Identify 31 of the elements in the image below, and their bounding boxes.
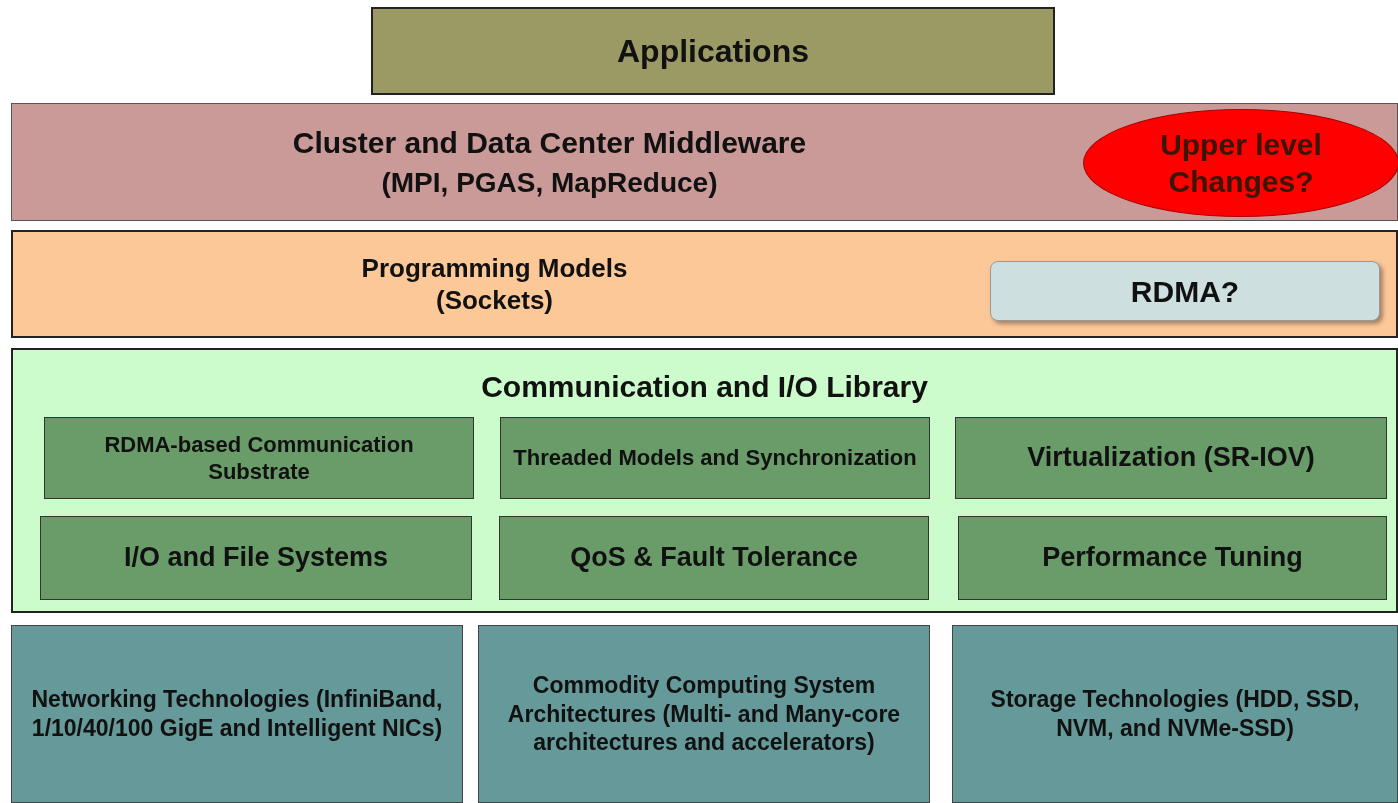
heading-text: Networking Technologies (InfiniBand, 1/10/40/100 GigE and Intelligent NICs): [30, 685, 444, 743]
layer-box: [952, 625, 1398, 803]
heading-text: Cluster and Data Center Middleware: [292, 124, 807, 161]
heading-text: Applications: [617, 32, 809, 71]
heading-text: Virtualization (SR-IOV): [1027, 441, 1315, 475]
component-box: [500, 417, 930, 499]
component-box: [955, 417, 1387, 499]
layer-band: [11, 103, 1398, 221]
heading-text: Commodity Computing System Architectures (Multi- and Many-core architectures and accelerators): [506, 670, 902, 758]
layer-box: [478, 625, 930, 803]
layer-box: [11, 625, 463, 803]
body-text: (MPI, PGAS, MapReduce): [381, 166, 718, 201]
layer-box: [371, 7, 1055, 95]
layer-band: [11, 230, 1398, 338]
heading-text: QoS & Fault Tolerance: [570, 541, 858, 575]
heading-text: Upper level Changes?: [1159, 126, 1323, 200]
heading-text: Threaded Models and Synchronization: [513, 444, 917, 472]
heading-text: I/O and File Systems: [123, 541, 389, 575]
component-box: [44, 417, 474, 499]
callout-box: [990, 261, 1380, 321]
heading-text: Programming Models: [361, 251, 628, 284]
component-box: [40, 516, 472, 600]
component-box: [958, 516, 1387, 600]
heading-text: Storage Technologies (HDD, SSD, NVM, and NVMe-SSD): [989, 685, 1361, 743]
heading-text: RDMA?: [1130, 273, 1240, 310]
component-box: [499, 516, 929, 600]
heading-text: RDMA-based Communication Substrate: [103, 430, 415, 486]
layer-band: [11, 348, 1398, 613]
heading-text: Performance Tuning: [1042, 541, 1303, 575]
body-text: (Sockets): [435, 284, 553, 317]
heading-text: Communication and I/O Library: [481, 369, 928, 405]
